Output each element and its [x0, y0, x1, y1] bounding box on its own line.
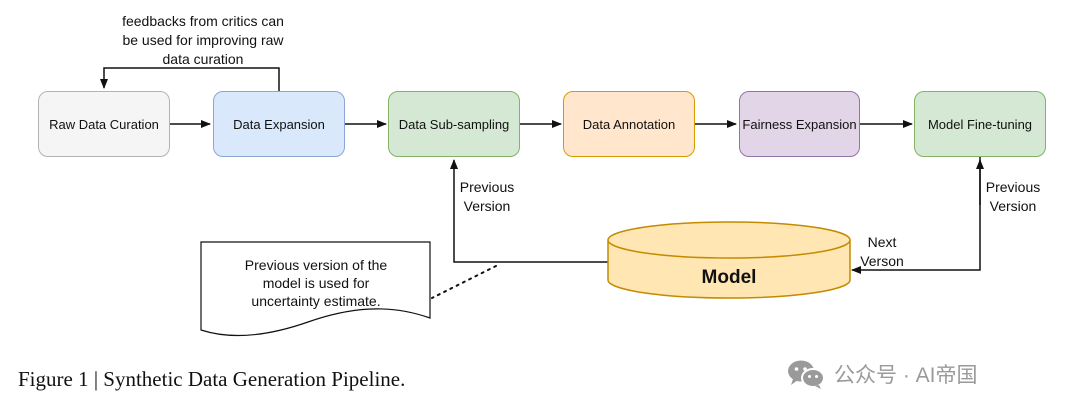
feedback-note: feedbacks from critics can be used for i…: [78, 12, 328, 69]
edge-label-previous-left-line-2: Version: [463, 198, 511, 214]
node-data-annotation: Data Annotation: [563, 91, 695, 157]
node-model-fine-tuning: Model Fine-tuning: [914, 91, 1046, 157]
uncertainty-note-line-3: uncertainty estimate.: [251, 293, 380, 309]
watermark-text: 公众号 · AI帝国: [834, 364, 978, 387]
edge-label-next-line-2: Verson: [860, 253, 904, 269]
feedback-note-line-2: be used for improving raw: [122, 32, 284, 48]
uncertainty-note-shape: [200, 241, 431, 337]
node-raw-data-curation: Raw Data Curation: [38, 91, 170, 157]
arrow-model-to-subsampling: [450, 159, 608, 263]
edge-label-next-line-1: Next: [867, 234, 897, 250]
edge-label-previous-right-line-1: Previous: [985, 179, 1041, 195]
edge-label-previous-version-right: Previous Version: [970, 178, 1056, 216]
node-data-expansion: Data Expansion: [213, 91, 345, 157]
edge-label-next-version: Next Verson: [852, 233, 912, 271]
feedback-note-line-3: data curation: [162, 51, 244, 67]
uncertainty-note-line-1: Previous version of the: [245, 257, 388, 273]
model-database: Model: [607, 221, 851, 299]
figure-caption: Figure 1 | Synthetic Data Generation Pip…: [18, 367, 406, 391]
node-data-sub-sampling: Data Sub-sampling: [388, 91, 520, 157]
edge-label-previous-left-line-1: Previous: [459, 179, 515, 195]
uncertainty-note-line-2: model is used for: [263, 275, 370, 291]
arrow-feedback-loop: [100, 67, 280, 91]
wechat-icon: [788, 360, 825, 389]
edge-label-previous-right-line-2: Version: [989, 198, 1037, 214]
feedback-note-line-1: feedbacks from critics can: [122, 13, 284, 29]
node-fairness-expansion: Fairness Expansion: [739, 91, 860, 157]
dotted-link-to-note: [431, 265, 497, 299]
model-database-label: Model: [702, 267, 757, 288]
edge-label-previous-version-left: Previous Version: [444, 178, 530, 216]
watermark: 公众号 · AI帝国: [786, 356, 978, 392]
